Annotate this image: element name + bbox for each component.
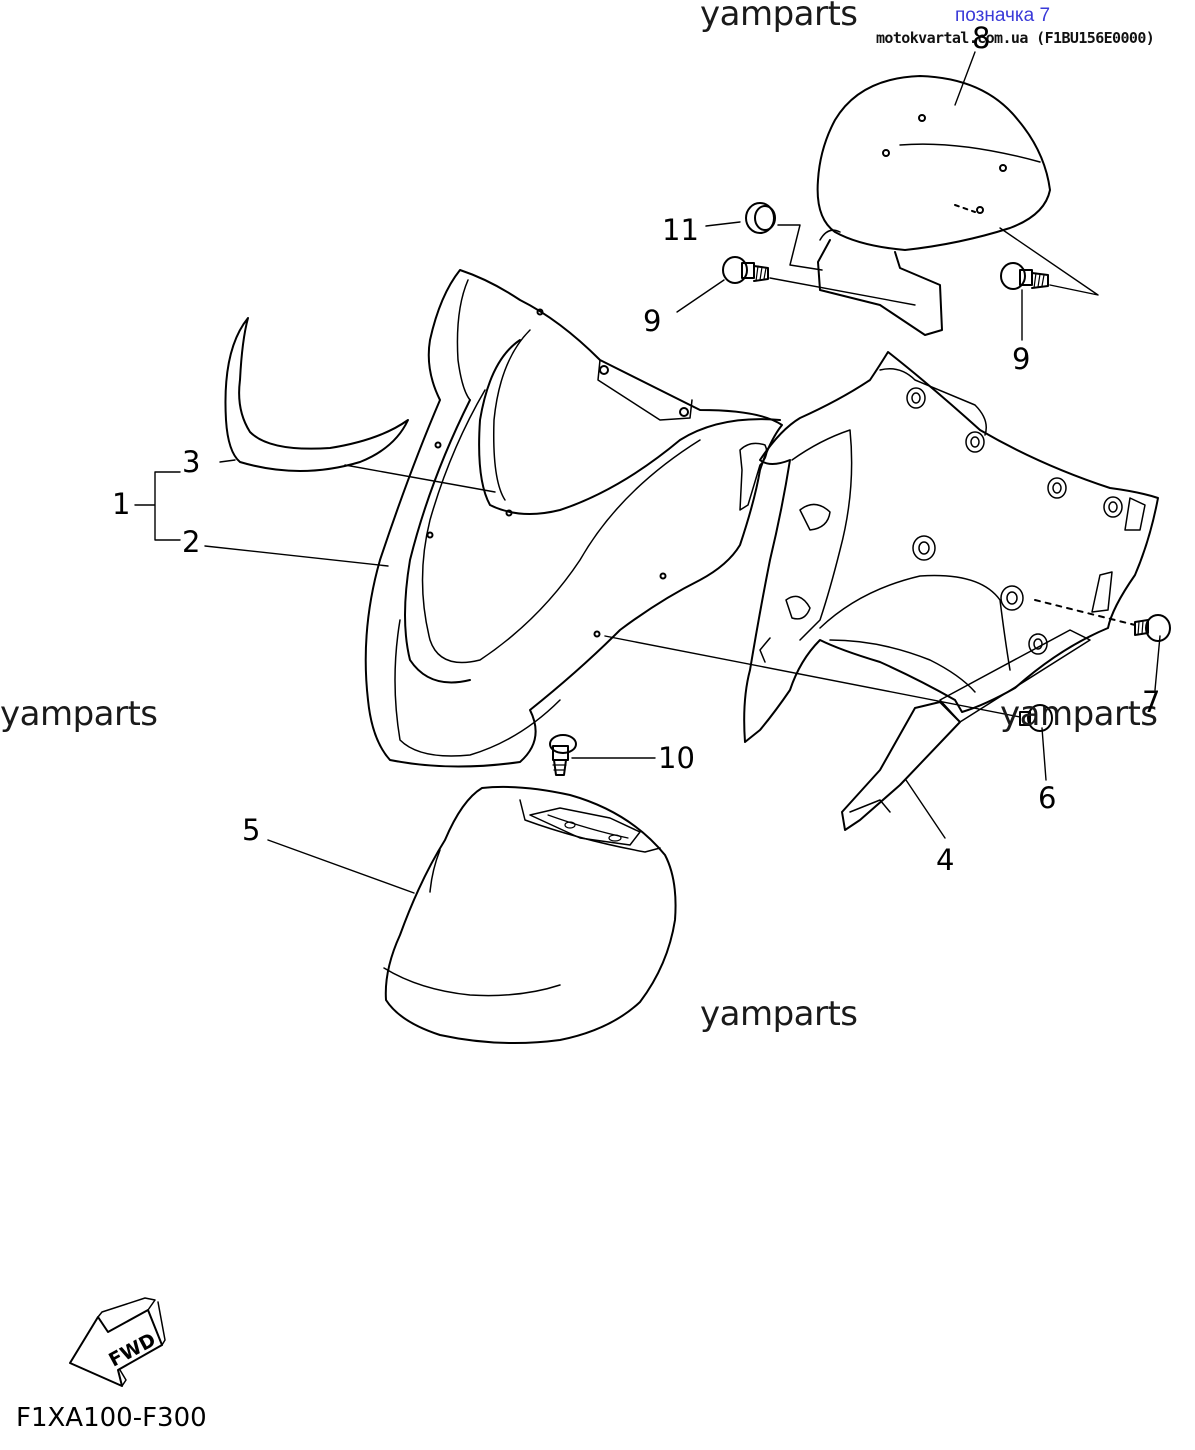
watermark: yamparts bbox=[0, 694, 158, 734]
part-5-front-fender bbox=[383, 785, 677, 1045]
diagram-code: F1XA100-F300 bbox=[16, 1403, 207, 1433]
fwd-label: FWD bbox=[105, 1329, 159, 1372]
part-4-leg-shield bbox=[604, 351, 1159, 831]
watermark: yamparts bbox=[1000, 694, 1158, 734]
part-7-screw bbox=[1134, 614, 1171, 642]
part-6-screw bbox=[1019, 704, 1053, 732]
callout-3: 3 bbox=[182, 445, 201, 479]
callout-4: 4 bbox=[936, 843, 955, 877]
part-10-screw bbox=[549, 734, 577, 776]
callout-7: 7 bbox=[1142, 685, 1161, 719]
callout-10: 10 bbox=[658, 741, 695, 775]
callout-8: 8 bbox=[972, 21, 991, 55]
part-11-grommet bbox=[745, 202, 823, 271]
callout-5: 5 bbox=[242, 813, 261, 847]
callout-6: 6 bbox=[1038, 781, 1057, 815]
mounting-bosses bbox=[785, 387, 1123, 655]
callout-11: 11 bbox=[662, 213, 699, 247]
callout-9: 9 bbox=[643, 304, 662, 338]
part-3-front-emblem bbox=[224, 317, 409, 472]
watermark: yamparts bbox=[700, 0, 858, 34]
watermark: yamparts bbox=[700, 994, 858, 1034]
tag-label[interactable]: позначка 7 bbox=[955, 5, 1051, 26]
callout-1: 1 bbox=[112, 487, 131, 521]
part-2-front-cover bbox=[364, 269, 783, 768]
callout-2: 2 bbox=[182, 525, 201, 559]
part-9-screw-left bbox=[722, 256, 916, 306]
part-9-screw-right bbox=[999, 227, 1099, 296]
forward-arrow-icon: FWD bbox=[69, 1297, 166, 1387]
part-8-upper-cover bbox=[816, 75, 1051, 336]
source-label[interactable]: motokvartal.com.ua (F1BU156E0000) bbox=[876, 29, 1155, 47]
callout-9: 9 bbox=[1012, 342, 1031, 376]
leader-lines bbox=[134, 51, 1161, 894]
